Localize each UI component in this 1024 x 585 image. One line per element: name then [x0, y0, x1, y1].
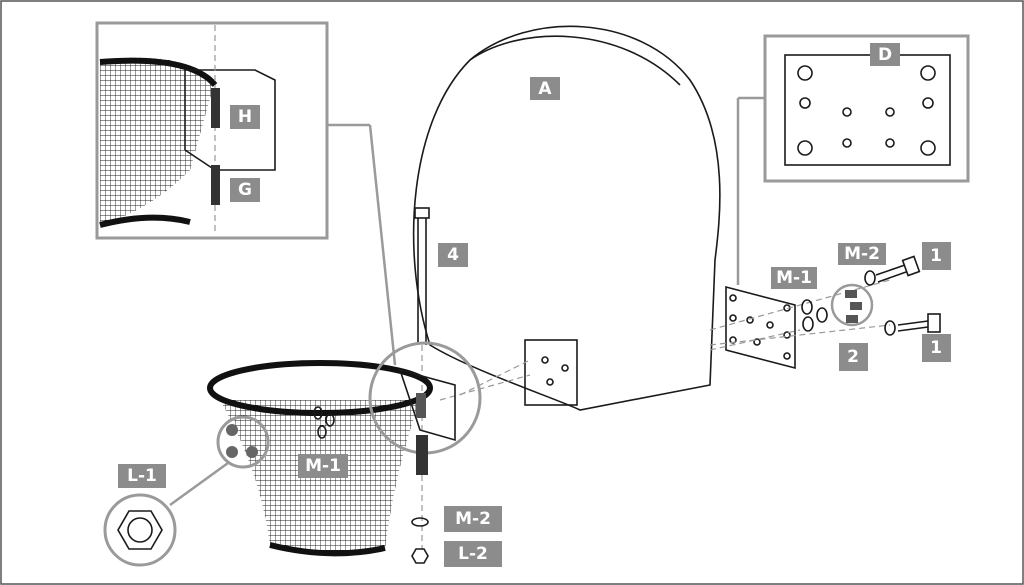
backboard: [412, 25, 721, 411]
svg-text:M-1: M-1: [305, 456, 341, 476]
label-m2-bottom: M-2: [444, 506, 502, 532]
svg-text:1: 1: [930, 338, 942, 358]
label-a: A: [530, 77, 560, 100]
label-bolt-1-bottom: 1: [922, 334, 951, 362]
label-nut-2: 2: [839, 343, 868, 371]
svg-text:D: D: [878, 45, 892, 65]
label-bolt-1-top: 1: [922, 242, 951, 270]
svg-text:L-2: L-2: [458, 544, 488, 564]
label-g: G: [230, 178, 260, 202]
hoop-net: [207, 341, 482, 564]
label-d: D: [870, 43, 900, 66]
label-l2: L-2: [444, 541, 502, 567]
label-m2-right: M-2: [838, 243, 886, 265]
svg-text:A: A: [538, 79, 552, 99]
svg-text:2: 2: [847, 347, 859, 367]
mounting-plate: [439, 255, 941, 401]
label-bolt-4: 4: [438, 243, 468, 267]
label-h: H: [230, 105, 260, 129]
svg-text:H: H: [238, 107, 252, 127]
svg-text:G: G: [238, 180, 252, 200]
inset-plate-d: [763, 34, 970, 183]
inset-hoop-bracket: [95, 21, 329, 240]
label-m1-right: M-1: [771, 267, 817, 289]
svg-text:1: 1: [930, 246, 942, 266]
svg-text:M-2: M-2: [455, 509, 491, 529]
label-l1: L-1: [118, 464, 166, 488]
svg-text:L-1: L-1: [127, 466, 157, 486]
inset-nut-l1: [103, 493, 177, 567]
svg-text:4: 4: [447, 245, 459, 265]
label-m1-left: M-1: [298, 454, 348, 478]
svg-text:M-1: M-1: [776, 268, 812, 288]
svg-text:M-2: M-2: [844, 244, 880, 264]
